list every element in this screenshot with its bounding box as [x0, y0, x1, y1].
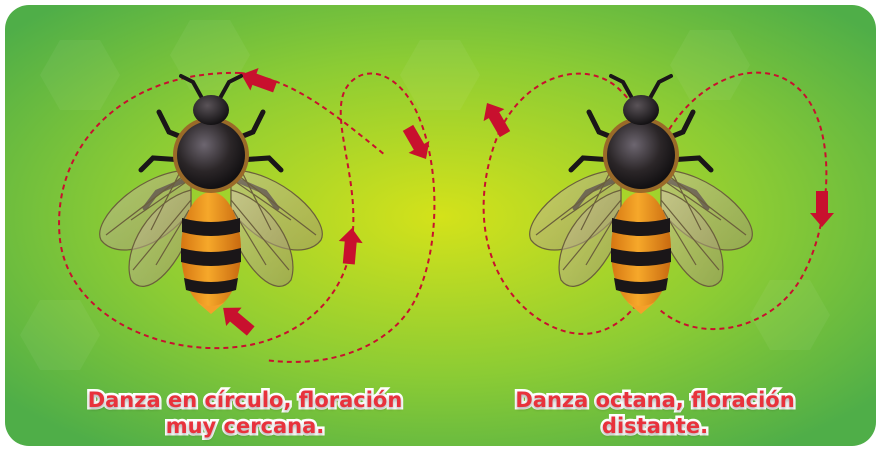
caption-line: Danza en círculo, floración: [70, 387, 420, 413]
caption-line: Danza octana, floración: [480, 387, 830, 413]
caption-octane-dance: Danza octana, floración distante.: [480, 387, 830, 439]
caption-line: muy cercana.: [70, 413, 420, 439]
caption-circle-dance: Danza en círculo, floración muy cercana.: [70, 387, 420, 439]
caption-line: distante.: [480, 413, 830, 439]
